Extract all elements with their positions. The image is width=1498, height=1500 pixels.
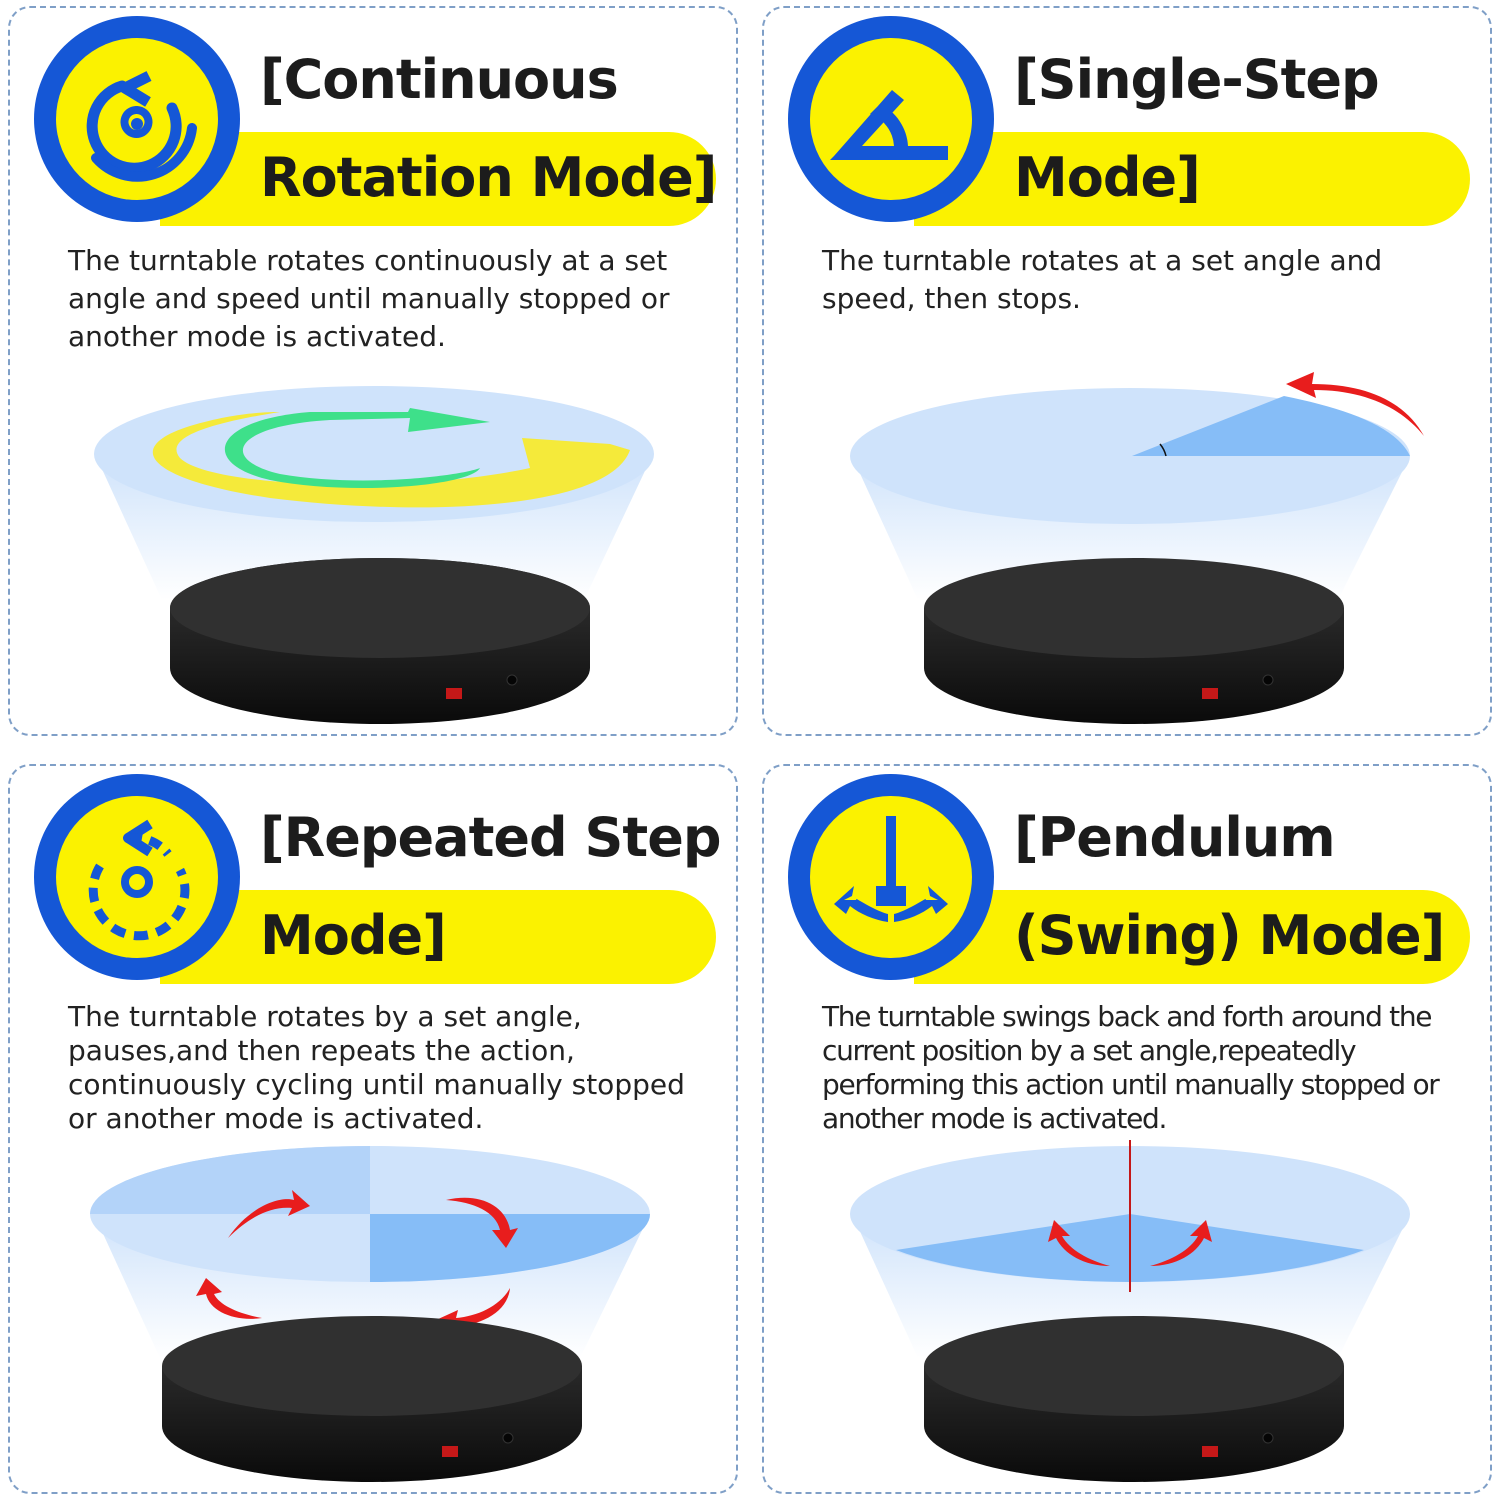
mode-badge	[788, 774, 994, 980]
mode-badge	[788, 16, 994, 222]
continuous-rotation-icon	[86, 71, 197, 182]
red-step-arrow	[228, 1190, 310, 1238]
mode-title-line2: Rotation Mode]	[260, 146, 717, 209]
turntable-top	[170, 558, 590, 658]
mode-title-line1: [Single-Step	[1014, 48, 1380, 111]
repeated-step-panel: [Repeated Step Mode] The turntable rotat…	[8, 764, 738, 1494]
single-step-panel: [Single-Step Mode] The turntable rotates…	[762, 6, 1492, 736]
red-step-arrow	[446, 1197, 518, 1248]
quadrant-upper-left	[90, 1146, 370, 1214]
pendulum-swing-icon	[834, 816, 948, 922]
red-swing-arrow	[1150, 1220, 1212, 1266]
power-switch	[442, 1446, 458, 1457]
turntable-illustration	[850, 1140, 1410, 1482]
power-switch	[1202, 688, 1218, 699]
yellow-rotation-arrow	[152, 412, 630, 508]
turntable-illustration	[850, 372, 1424, 724]
angle-icon	[830, 90, 948, 160]
mode-description: The turntable rotates at a set angle and…	[822, 244, 1383, 315]
power-switch	[1202, 1446, 1218, 1457]
title-banner	[160, 890, 716, 984]
mode-description: The turntable swings back and forth arou…	[822, 1000, 1440, 1135]
power-port	[506, 674, 518, 686]
title-banner	[914, 890, 1470, 984]
turntable-top	[924, 1316, 1344, 1416]
power-port	[1262, 1432, 1274, 1444]
mode-description: The turntable rotates by a set angle, pa…	[68, 1000, 685, 1135]
mode-title-line2: Mode]	[1014, 146, 1201, 209]
angle-sector	[1132, 396, 1410, 456]
power-port	[502, 1432, 514, 1444]
mode-title-line2: (Swing) Mode]	[1014, 904, 1445, 967]
title-banner	[914, 132, 1470, 226]
mode-title-line1: [Repeated Step	[260, 806, 721, 869]
mode-title-line1: [Continuous	[260, 48, 619, 111]
red-step-arrow	[196, 1278, 262, 1319]
quadrant-lower-right	[370, 1214, 650, 1282]
mode-description: The turntable rotates continuously at a …	[68, 244, 670, 353]
red-rotation-arrow	[1286, 372, 1424, 436]
turntable-illustration	[94, 386, 654, 724]
mode-badge	[34, 774, 240, 980]
mode-badge	[34, 16, 240, 222]
pendulum-panel: [Pendulum (Swing) Mode] The turntable sw…	[762, 764, 1492, 1494]
turntable-top	[162, 1316, 582, 1416]
mode-title-line2: Mode]	[260, 904, 447, 967]
turntable-illustration	[90, 1146, 650, 1482]
continuous-rotation-panel: [Continuous Rotation Mode] The turntable…	[8, 6, 738, 736]
red-swing-arrow	[1048, 1220, 1110, 1266]
mode-title-line1: [Pendulum	[1014, 806, 1336, 869]
repeated-step-icon	[88, 819, 190, 941]
title-banner	[160, 132, 716, 226]
power-switch	[446, 688, 462, 699]
turntable-top	[924, 558, 1344, 658]
green-rotation-arrow	[224, 408, 490, 489]
power-port	[1262, 674, 1274, 686]
